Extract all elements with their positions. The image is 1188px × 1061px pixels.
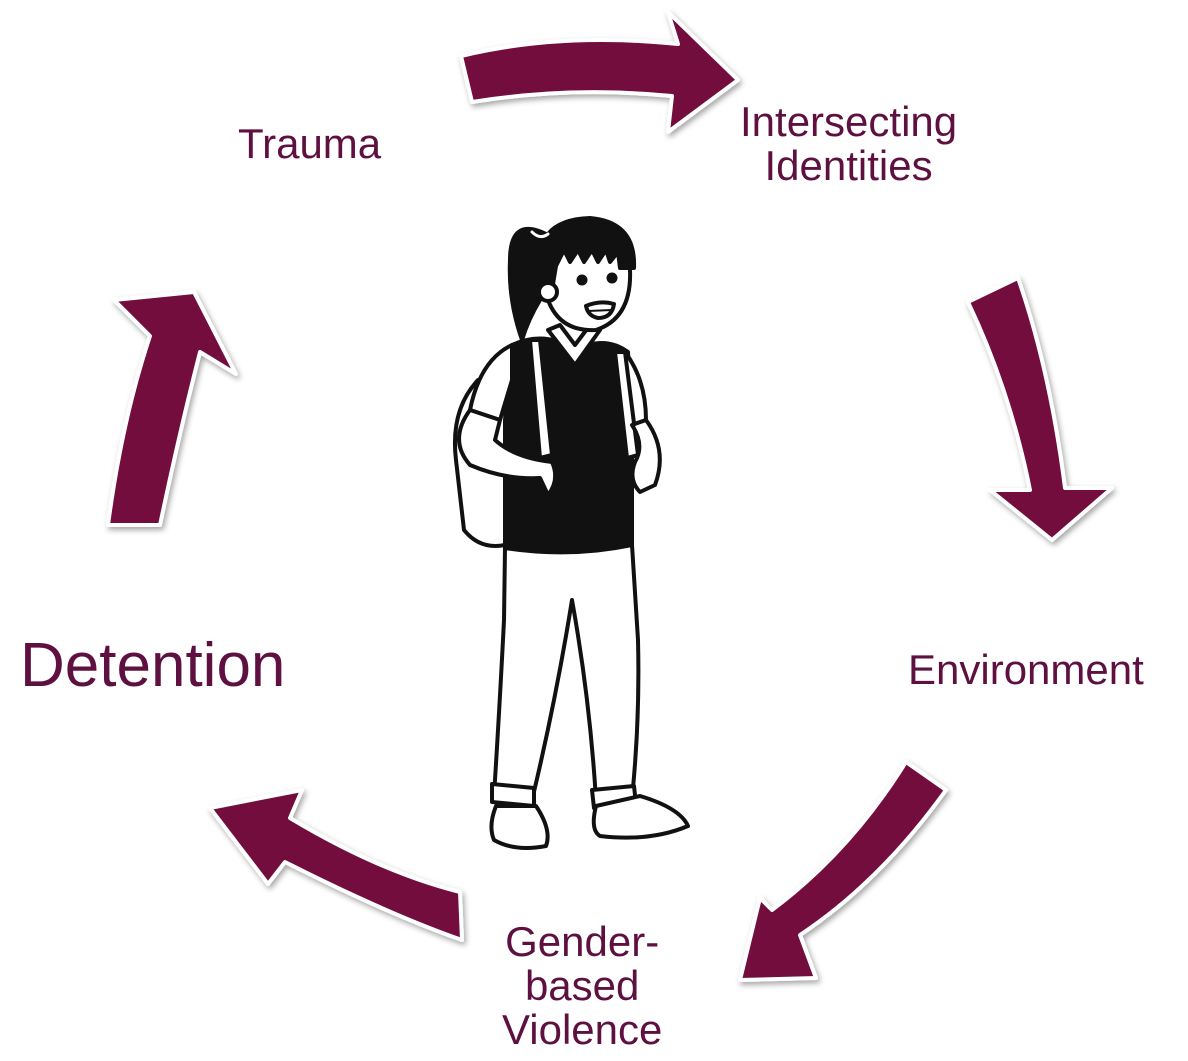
label-environment: Environment <box>908 646 1144 693</box>
label-line: Gender- <box>505 918 660 965</box>
arrow-environment-to-gbv <box>738 760 948 982</box>
label-line: based <box>524 962 640 1010</box>
hair-tie <box>530 230 550 239</box>
arrow-detention-to-trauma <box>106 290 238 527</box>
left-shoe <box>489 804 550 850</box>
label-line: Identities <box>764 142 933 190</box>
label-line: Violence <box>502 1006 663 1054</box>
right-arm <box>630 418 662 494</box>
label-trauma: Trauma <box>238 120 382 167</box>
arrow-identities-to-environment <box>966 276 1114 542</box>
label-line: Intersecting <box>740 98 958 145</box>
label-line: Detention <box>20 631 286 700</box>
left-cuff <box>490 782 536 808</box>
label-intersecting-identities: Intersecting Identities <box>740 98 958 190</box>
pants <box>492 543 641 802</box>
ear <box>537 281 559 303</box>
eye-left <box>576 274 588 286</box>
label-detention: Detention <box>20 633 285 698</box>
shirt <box>503 336 634 556</box>
label-line: Trauma <box>238 120 382 167</box>
right-shoe <box>591 794 690 840</box>
label-gender-based-violence: Gender- based Violence <box>502 918 663 1054</box>
label-line: Environment <box>908 646 1144 693</box>
eye-right <box>606 272 618 284</box>
backpack-strap-left <box>528 338 554 460</box>
arrow-gbv-to-detention <box>208 788 464 942</box>
arrow-trauma-to-identities <box>459 10 740 134</box>
girl-illustration <box>452 216 690 850</box>
left-arm <box>457 408 558 497</box>
